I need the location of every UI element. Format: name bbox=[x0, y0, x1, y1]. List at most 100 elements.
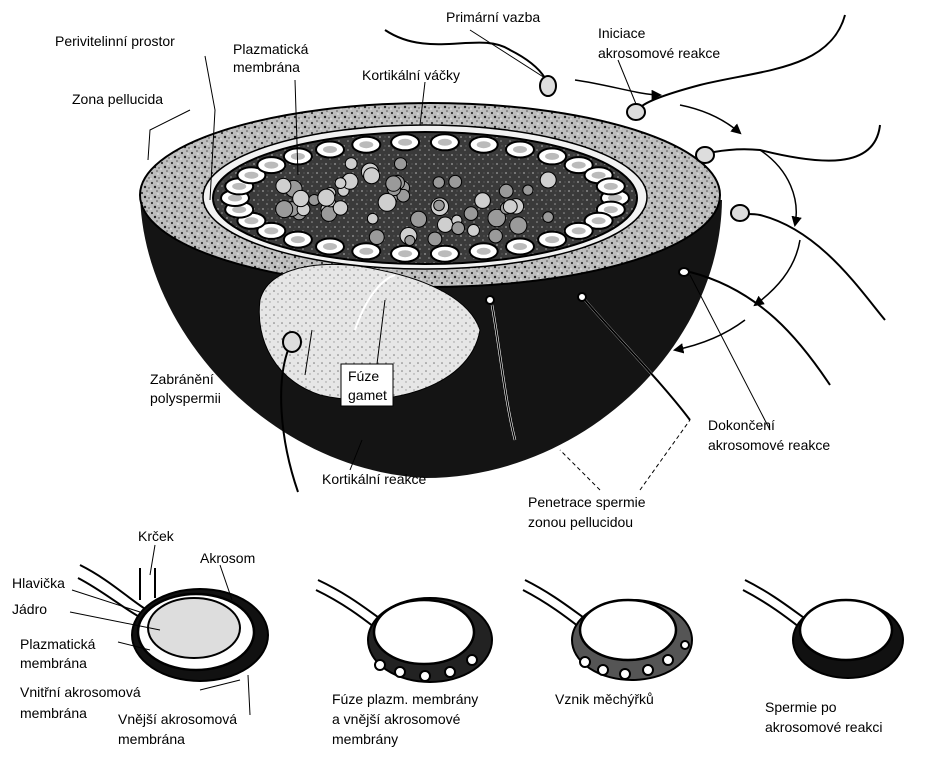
cortical-vesicle-core bbox=[438, 139, 452, 146]
sperm-head-1 bbox=[540, 76, 556, 96]
label-head: Hlavička bbox=[12, 575, 65, 591]
arrow-4 bbox=[755, 240, 800, 305]
yolk-granule bbox=[468, 225, 480, 237]
label-vesicles-cap: Vznik měchýřků bbox=[555, 691, 654, 707]
label-fusion-cap-2: a vnější akrosomové bbox=[332, 711, 461, 727]
cortical-vesicle-core bbox=[398, 250, 412, 257]
cortical-vesicle-core bbox=[264, 162, 278, 169]
yolk-granule bbox=[499, 184, 513, 198]
label-outer-1: Vnější akrosomová bbox=[118, 711, 237, 727]
yolk-granule bbox=[464, 207, 478, 221]
cortical-vesicle-core bbox=[545, 236, 559, 243]
label-inner-1: Vnitřní akrosomová bbox=[20, 684, 141, 700]
label-initiation-1: Iniciace bbox=[598, 25, 646, 41]
yolk-granule bbox=[395, 158, 407, 170]
label-after-cap-1: Spermie po bbox=[765, 699, 837, 715]
yolk-granule bbox=[405, 236, 415, 246]
label-cortical-reaction: Kortikální reakce bbox=[322, 471, 426, 487]
label-penetration-1: Penetrace spermie bbox=[528, 494, 646, 510]
yolk-granule bbox=[378, 194, 396, 212]
label-penetration-2: zonou pellucidou bbox=[528, 514, 633, 530]
cortical-vesicle-core bbox=[323, 243, 337, 250]
sperm-tail-4 bbox=[748, 214, 885, 320]
cortical-vesicle-core bbox=[572, 227, 586, 234]
arrow-2 bbox=[680, 105, 740, 133]
cortical-vesicle-core bbox=[604, 183, 618, 190]
label-fusion-1: Fúze bbox=[348, 368, 379, 384]
cortical-vesicle-core bbox=[438, 250, 452, 257]
cortical-vesicle-core bbox=[232, 206, 246, 213]
yolk-granule bbox=[276, 178, 291, 193]
sperm-head-5 bbox=[679, 268, 689, 276]
sperm-head-8 bbox=[283, 332, 301, 352]
sperm-head-3 bbox=[696, 147, 714, 163]
yolk-granule bbox=[503, 200, 517, 214]
sperm-tail-3 bbox=[714, 125, 880, 161]
cortical-vesicle-core bbox=[291, 236, 305, 243]
yolk-granule bbox=[345, 158, 357, 170]
arrow-3 bbox=[760, 150, 796, 225]
yolk-granule bbox=[510, 217, 527, 234]
cortical-vesicle-core bbox=[604, 206, 618, 213]
label-outer-2: membrána bbox=[118, 731, 185, 747]
yolk-granule bbox=[452, 222, 465, 235]
sperm-stage-4 bbox=[743, 580, 903, 678]
cortical-vesicle-core bbox=[513, 146, 527, 153]
yolk-granule bbox=[369, 230, 384, 245]
label-pm-2: membrána bbox=[20, 655, 87, 671]
sperm-tail-5 bbox=[690, 272, 830, 385]
cortical-vesicle-core bbox=[323, 146, 337, 153]
yolk-granule bbox=[428, 232, 442, 246]
label-pm-1: Plazmatická bbox=[20, 636, 96, 652]
cytoplasm bbox=[213, 132, 637, 264]
yolk-granule bbox=[318, 189, 335, 206]
yolk-granule bbox=[475, 193, 491, 209]
yolk-granule bbox=[434, 200, 445, 211]
egg-hemisphere bbox=[140, 103, 722, 478]
cortical-vesicle-core bbox=[572, 162, 586, 169]
label-fusion-cap-3: membrány bbox=[332, 731, 398, 747]
yolk-granule bbox=[335, 178, 346, 189]
label-neck: Krček bbox=[138, 528, 175, 544]
label-nucleus: Jádro bbox=[12, 601, 47, 617]
label-zona-pellucida: Zona pellucida bbox=[72, 91, 163, 107]
sperm-head-2 bbox=[627, 104, 645, 120]
yolk-granule bbox=[543, 212, 554, 223]
label-fusion-cap-1: Fúze plazm. membrány bbox=[332, 691, 478, 707]
yolk-granule bbox=[433, 177, 444, 188]
cortical-vesicle-core bbox=[244, 217, 258, 224]
acrosome-series bbox=[78, 565, 903, 682]
cortical-vesicle-core bbox=[359, 141, 373, 148]
sperm-stage-3 bbox=[523, 580, 692, 680]
cortical-vesicle-core bbox=[592, 172, 606, 179]
yolk-granule bbox=[411, 211, 427, 227]
yolk-granule bbox=[276, 201, 293, 218]
label-prevent-polyspermy-2: polyspermii bbox=[150, 390, 221, 406]
label-plasma-membrane-2: membrána bbox=[233, 59, 300, 75]
cortical-vesicle-core bbox=[477, 248, 491, 255]
sperm-stage-1 bbox=[78, 565, 268, 681]
label-prevent-polyspermy-1: Zabránění bbox=[150, 371, 214, 387]
yolk-granule bbox=[386, 176, 401, 191]
cortical-vesicle-core bbox=[608, 195, 622, 202]
cortical-vesicle-core bbox=[244, 172, 258, 179]
label-acrosome: Akrosom bbox=[200, 550, 255, 566]
arrow-1 bbox=[575, 80, 660, 95]
label-primary-binding: Primární vazba bbox=[446, 9, 540, 25]
sperm-head-6 bbox=[578, 293, 586, 301]
yolk-granule bbox=[489, 229, 503, 243]
sperm-head-7 bbox=[486, 296, 494, 304]
yolk-granule bbox=[449, 175, 462, 188]
yolk-granule bbox=[333, 201, 347, 215]
label-inner-2: membrána bbox=[20, 705, 87, 721]
label-fusion-2: gamet bbox=[348, 387, 387, 403]
label-plasma-membrane-1: Plazmatická bbox=[233, 41, 309, 57]
label-initiation-2: akrosomové reakce bbox=[598, 45, 720, 61]
cortical-vesicle-core bbox=[228, 195, 242, 202]
cortical-vesicle-core bbox=[359, 248, 373, 255]
label-cortical-vesicles: Kortikální váčky bbox=[362, 67, 460, 83]
yolk-granule bbox=[367, 213, 378, 224]
cortical-vesicle-core bbox=[513, 243, 527, 250]
